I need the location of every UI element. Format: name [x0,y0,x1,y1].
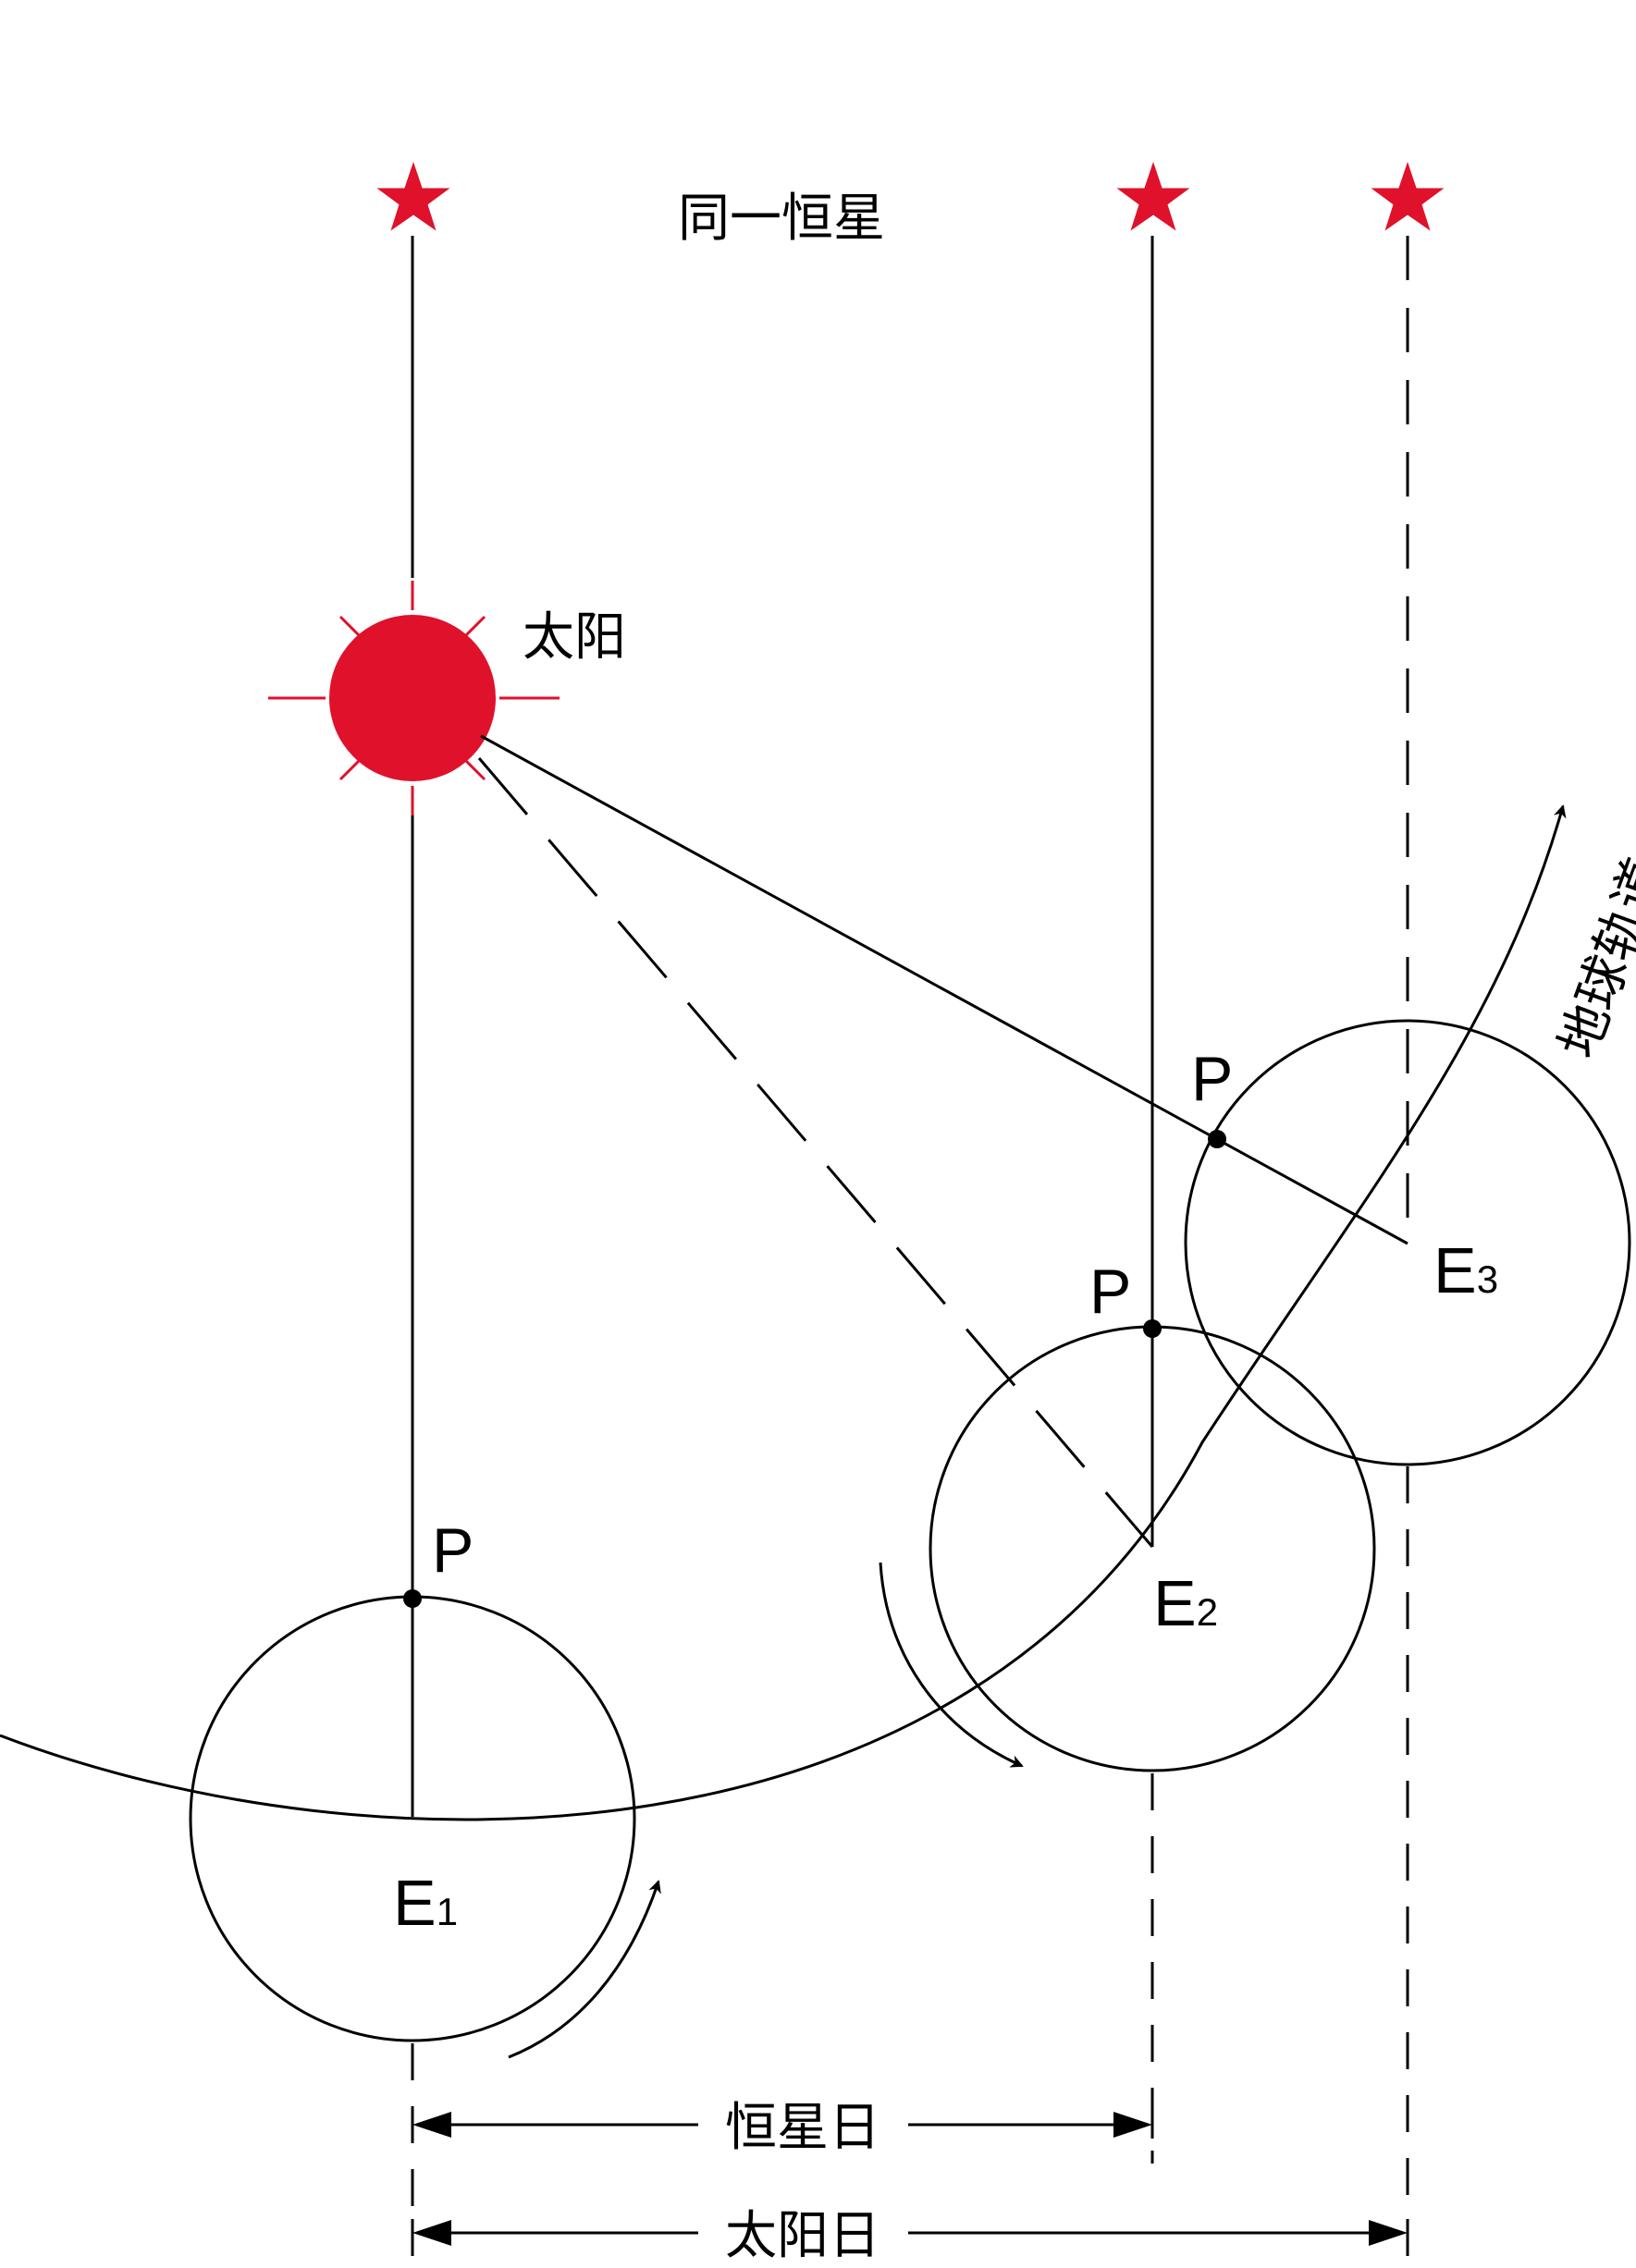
rotation-arrow-e1 [508,1880,661,2059]
sun-label: 太阳 [523,607,626,668]
star-icon [376,162,450,231]
earth-e1-label: E1 [393,1867,458,1939]
svg-text:E1: E1 [393,1867,458,1939]
sun-line-to-e2 [477,757,1154,1548]
orbit-label: 地球轨道 [1548,851,1636,1066]
rotation-arrow-e2 [879,1562,1024,1768]
point-p-e2 [1143,1319,1162,1338]
same-star-label: 同一恒星 [678,189,885,249]
sidereal-day-label: 恒星日 [725,2098,880,2158]
earth-e2-label: E2 [1153,1567,1218,1639]
svg-text:E3: E3 [1433,1234,1498,1306]
star-icon [1371,162,1445,231]
svg-text:E2: E2 [1153,1567,1218,1639]
earth-e3 [1184,1019,1631,1466]
solar-day-label: 太阳日 [725,2206,880,2266]
point-p-e1 [403,1589,422,1608]
point-p-e1-label: P [432,1515,474,1586]
earth-orbit-path [0,804,1567,1821]
earth-e3-label: E3 [1433,1234,1498,1306]
point-p-e3 [1208,1130,1226,1148]
sun-icon [268,581,560,815]
point-p-e3-label: P [1191,1044,1233,1114]
solar-day-span [411,2219,1409,2247]
sidereal-day-span [411,2111,1154,2139]
point-p-e2-label: P [1089,1257,1131,1327]
sun-line-to-e3 [480,734,1408,1245]
star-icon [1116,162,1190,231]
